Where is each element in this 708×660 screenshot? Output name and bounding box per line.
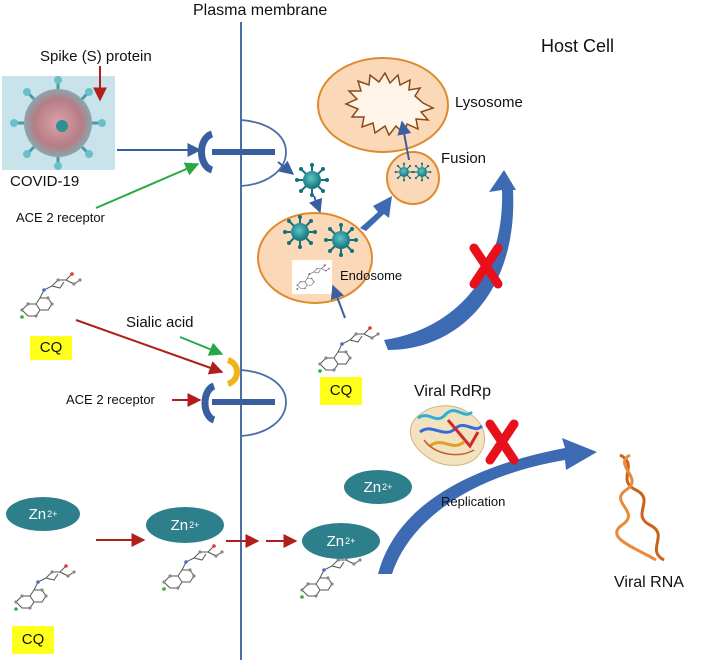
cq-molecule-zinc-2 [299,551,363,600]
cq-molecule-bottom-left [13,563,77,612]
entry-arrow-1 [277,160,295,175]
cq-molecule-left [19,271,83,320]
zinc-charge: 2+ [47,509,58,519]
fusion-virus-1 [394,162,414,182]
zinc-symbol: Zn [28,505,47,523]
cq-molecule-center [317,325,381,374]
zinc-charge: 2+ [345,536,356,546]
ace2-green-arrow [95,162,200,209]
cq-to-receptor-arrow [75,319,224,375]
fusion-label: Fusion [441,150,487,167]
viral-rna-helix [615,453,665,562]
endosome-virus-1 [282,214,318,250]
spike-protein-label: Spike (S) protein [40,48,152,65]
zinc-symbol: Zn [326,532,345,550]
endosome-label: Endosome [340,268,403,283]
block-x-fusion [469,243,503,289]
ace2-receptor-top-shape [198,130,214,174]
cq-to-endosome-arrow [330,284,346,319]
curved-blue-arrow-replication [378,438,597,574]
viral-rna-label: Viral RNA [614,574,684,591]
viral-rdrp-label: Viral RdRp [414,383,492,400]
entering-virus [294,162,330,198]
zinc-charge: 2+ [382,482,393,492]
covid-label: COVID-19 [10,173,80,190]
ace2-receptor-bottom-shape [201,382,216,424]
covid-virus-image [2,76,115,170]
ace2-receptor-top-label: ACE 2 receptor [16,210,105,225]
cq-molecule-zinc-1 [161,543,225,592]
membrane-invagination-top [240,119,287,187]
curved-blue-arrow-fusion [384,170,516,350]
zinc-symbol: Zn [170,516,189,534]
plasma-membrane-label: Plasma membrane [193,2,328,19]
zinc-symbol: Zn [363,478,382,496]
viral-rdrp-structure [410,405,485,466]
ace2-receptor-bottom-label: ACE 2 receptor [66,392,155,407]
lysosome-label: Lysosome [455,94,523,111]
sialic-acid-shape [226,357,240,387]
replication-label: Replication [441,494,506,509]
block-x-replication [485,419,519,465]
entry-arrow-2 [309,195,323,214]
endosome-virus-2 [323,222,359,258]
zinc-charge: 2+ [189,520,200,530]
host-cell-label: Host Cell [541,36,615,56]
cq-badge-center: CQ [320,377,362,405]
cq-badge-bottom-left: CQ [12,626,54,654]
endosome-to-fusion-arrow [360,196,392,231]
sialic-acid-label: Sialic acid [126,314,194,331]
fusion-to-lysosome-arrow [397,120,412,161]
fusion-vesicle [386,151,440,205]
lysosome-star [344,71,435,137]
sialic-green-arrow [179,336,224,356]
cq-badge-left: CQ [30,336,72,360]
fusion-virus-2 [412,162,432,182]
membrane-invagination-bottom [240,369,287,437]
